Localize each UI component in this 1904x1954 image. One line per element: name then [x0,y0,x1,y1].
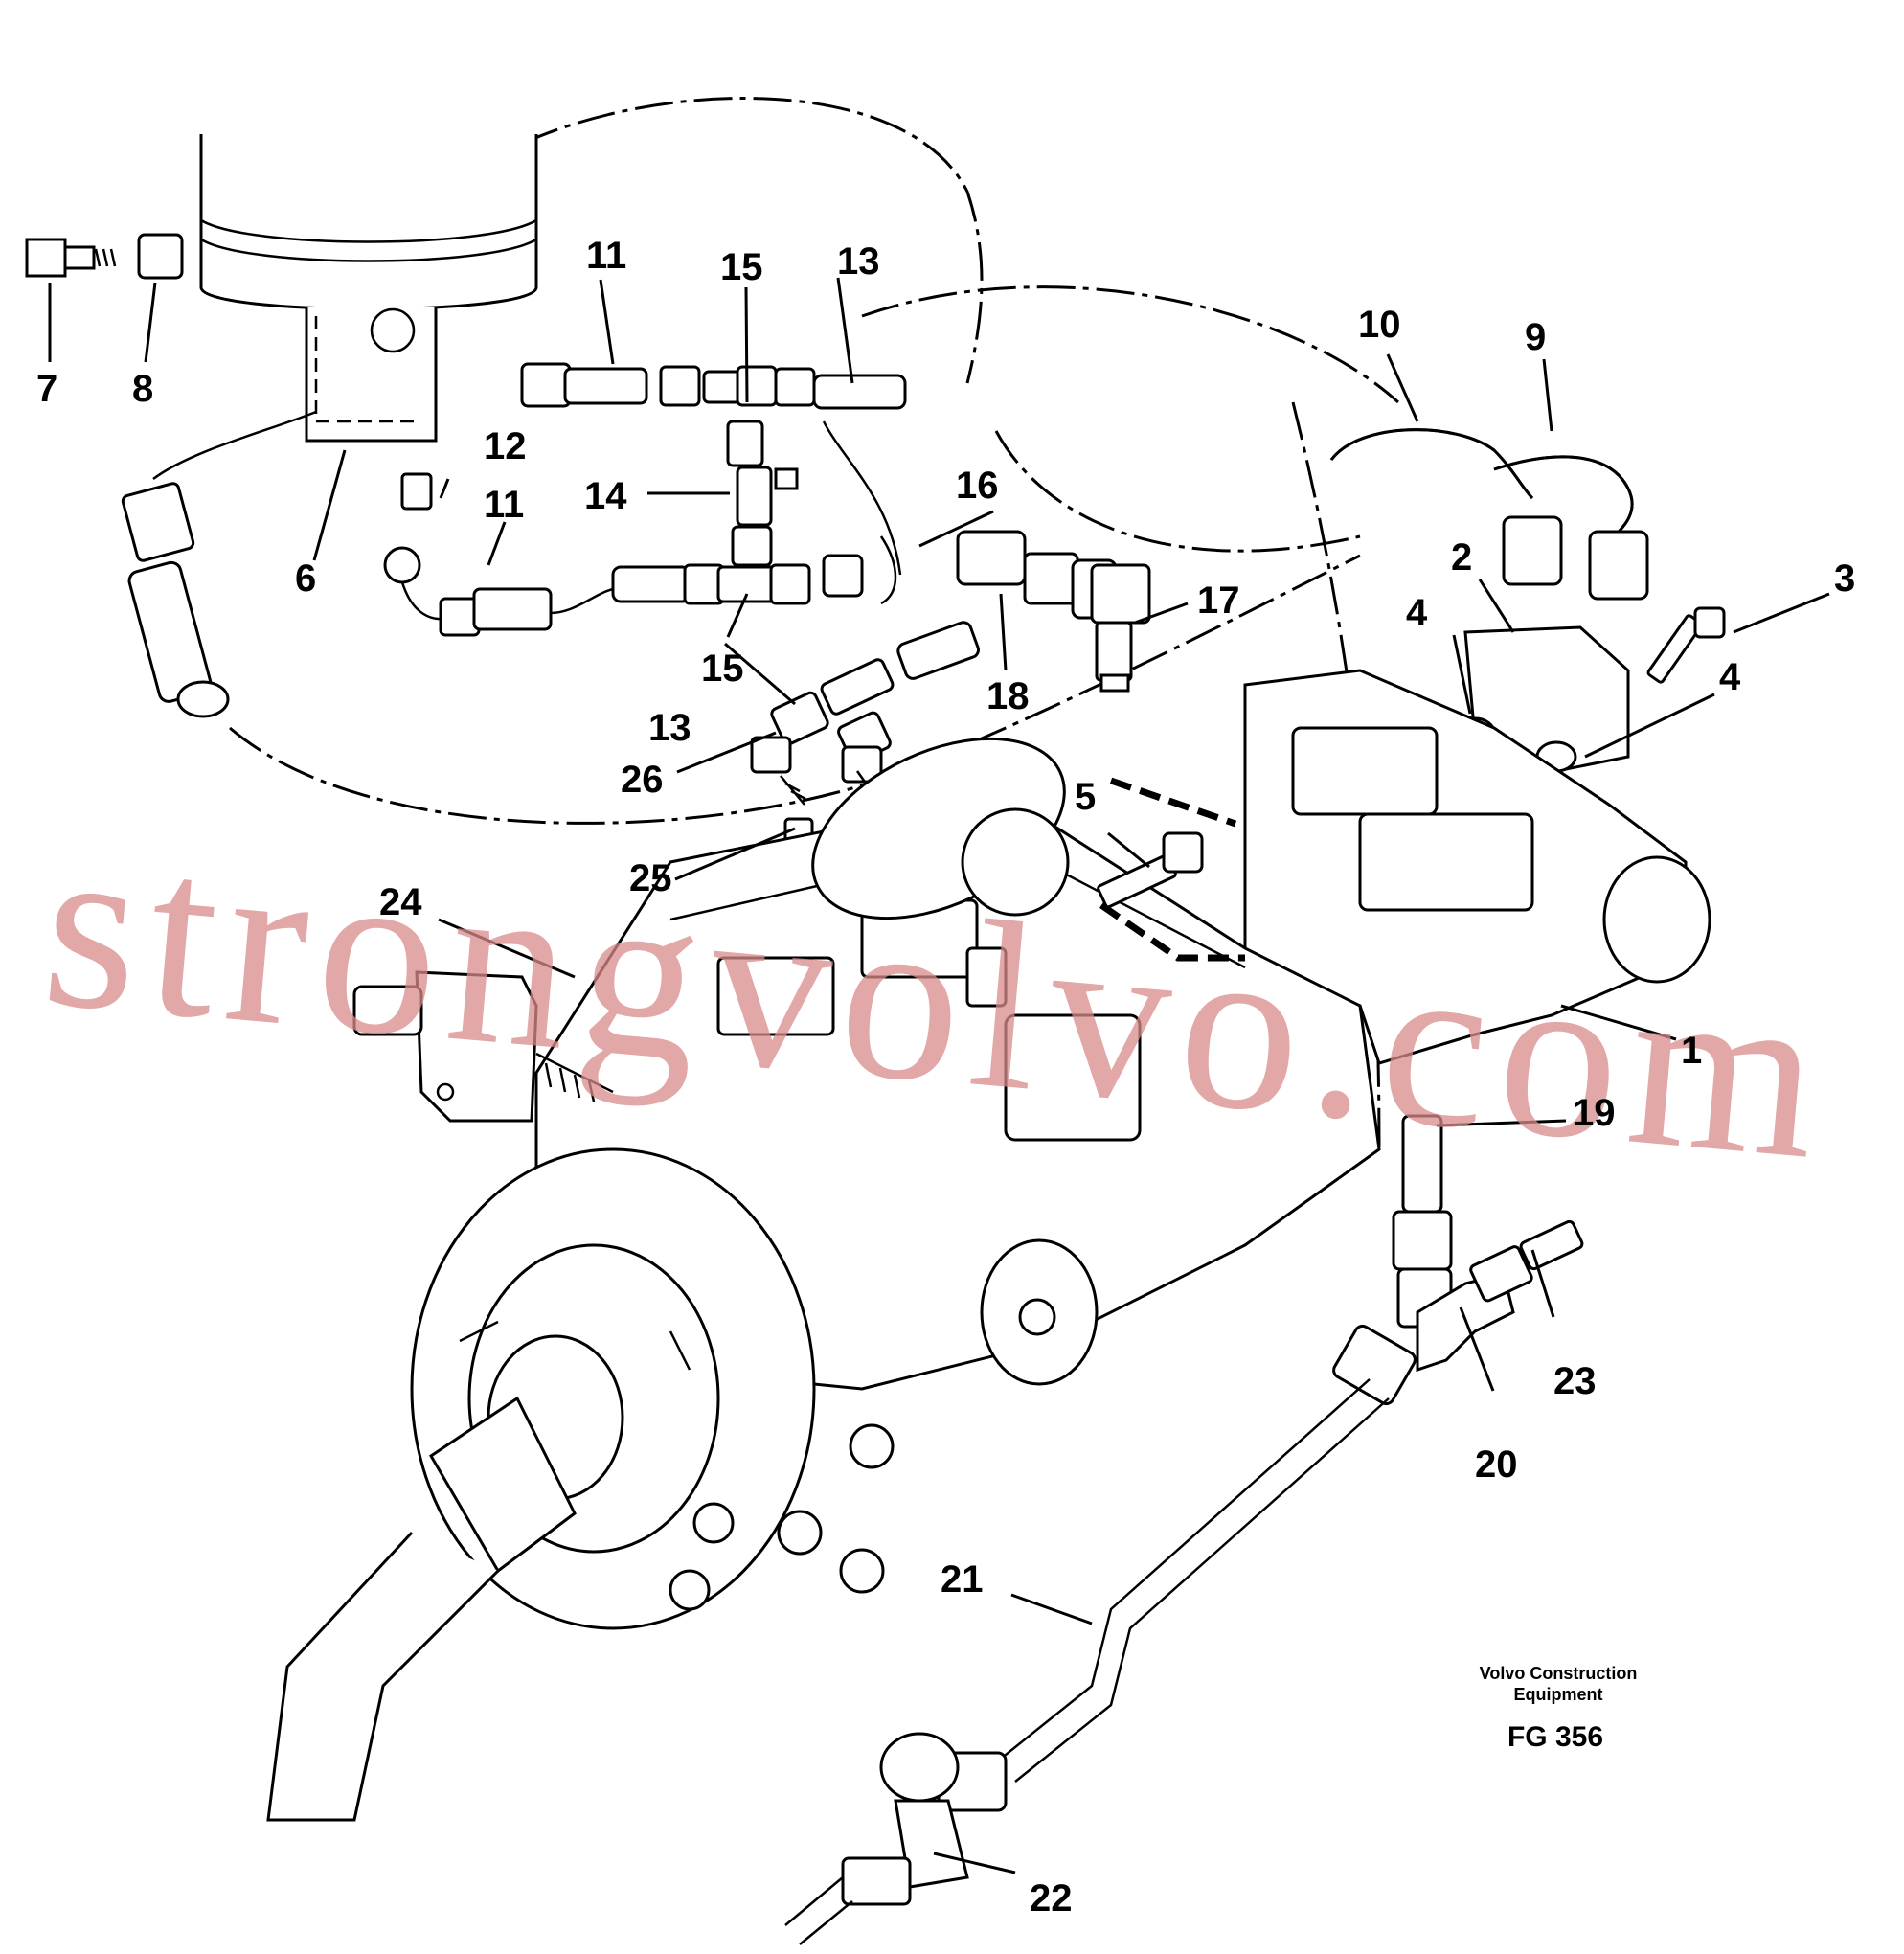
leader-lines [48,277,1830,1874]
callout-1: 1 [1681,1030,1702,1072]
callout-2: 2 [1451,536,1472,579]
upper-fittings [520,362,907,567]
brand-line-1: Volvo Construction [1480,1664,1638,1683]
callout-4a: 4 [1406,592,1428,634]
callout-19: 19 [1573,1092,1616,1134]
callout-13b: 13 [648,707,691,749]
callout-15b: 15 [701,648,744,690]
callout-15a: 15 [720,246,763,288]
hydraulic-reservoir [199,134,538,443]
callout-4b: 4 [1719,656,1741,698]
callout-7: 7 [36,368,57,410]
callout-13a: 13 [837,240,880,283]
callout-6: 6 [295,557,316,600]
callout-3: 3 [1834,557,1855,600]
hose-coupling [822,530,1151,693]
callout-14: 14 [584,475,627,517]
callout-21: 21 [941,1558,984,1601]
callout-22: 22 [1030,1877,1073,1920]
pump-hoses [1329,428,1649,601]
callout-17: 17 [1197,579,1240,622]
hydraulic-pump [534,669,1711,1391]
drain-plug [25,238,117,278]
callout-20: 20 [1475,1443,1518,1486]
callout-24: 24 [379,881,422,923]
pressure-sensor [352,970,614,1123]
callout-9: 9 [1525,316,1546,358]
callout-10: 10 [1358,304,1401,346]
callout-26: 26 [621,759,664,801]
callout-23: 23 [1553,1360,1597,1402]
lower-fittings [383,472,811,637]
brand-block: Volvo Construction Equipment FG 356 [1480,1664,1638,1753]
figure-number: FG 356 [1507,1721,1603,1753]
bolt-alignment [1097,777,1245,962]
callout-8: 8 [132,368,153,410]
callout-5: 5 [1075,776,1096,818]
plug-sleeve [137,233,184,280]
callout-16: 16 [956,465,999,507]
callout-labels: 1 2 3 4 4 5 6 7 8 9 10 11 11 12 13 13 14… [36,235,1855,1920]
brand-line-2: Equipment [1514,1685,1603,1704]
callout-18: 18 [986,675,1030,717]
flywheel-housing [266,1147,895,1822]
callout-11b: 11 [484,484,524,526]
callout-25: 25 [629,857,672,899]
left-hose [121,410,317,718]
callout-11a: 11 [586,235,626,277]
callout-12: 12 [484,425,527,467]
